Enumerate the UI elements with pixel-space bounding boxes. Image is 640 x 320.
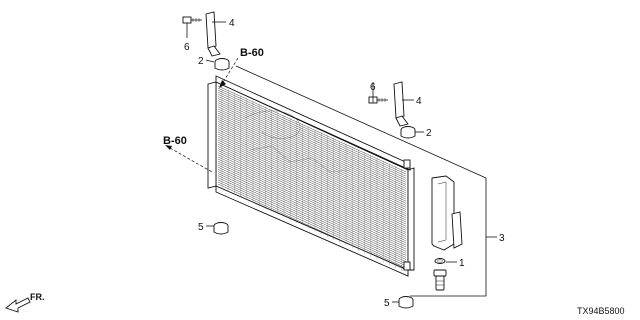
callout-6-right: 6 xyxy=(370,82,376,93)
callout-2-right: 2 xyxy=(426,128,432,139)
callout-4-upper: 4 xyxy=(229,18,235,29)
condenser-fins xyxy=(217,85,407,272)
callout-6-upper: 6 xyxy=(184,42,190,53)
callout-3: 3 xyxy=(499,233,505,244)
front-arrow-icon xyxy=(5,297,31,313)
diagram-code: TX94B5800 xyxy=(577,306,625,316)
bolt-right[interactable] xyxy=(368,96,388,104)
condenser-assembly[interactable] xyxy=(207,65,497,297)
o-ring[interactable] xyxy=(434,258,446,264)
cushion-upper[interactable] xyxy=(214,58,230,71)
callout-2-upper: 2 xyxy=(198,56,204,67)
callout-5-left: 5 xyxy=(198,222,204,233)
bracket-right[interactable] xyxy=(393,81,409,127)
callout-4-right: 4 xyxy=(416,96,422,107)
bracket-upper[interactable] xyxy=(205,11,221,57)
lower-cushion-bottom[interactable] xyxy=(398,296,414,309)
lower-cushion-left[interactable] xyxy=(213,222,229,235)
desiccant-plug[interactable] xyxy=(433,269,447,291)
callout-1: 1 xyxy=(459,258,465,269)
ref-b60-left[interactable]: B-60 xyxy=(163,135,187,147)
cushion-right[interactable] xyxy=(400,126,416,139)
ref-b60-top[interactable]: B-60 xyxy=(240,47,264,59)
bolt-upper[interactable] xyxy=(182,16,202,24)
callout-5-bottom: 5 xyxy=(384,298,390,309)
receiver-dryer[interactable] xyxy=(431,175,463,251)
front-label: FR. xyxy=(30,292,45,302)
